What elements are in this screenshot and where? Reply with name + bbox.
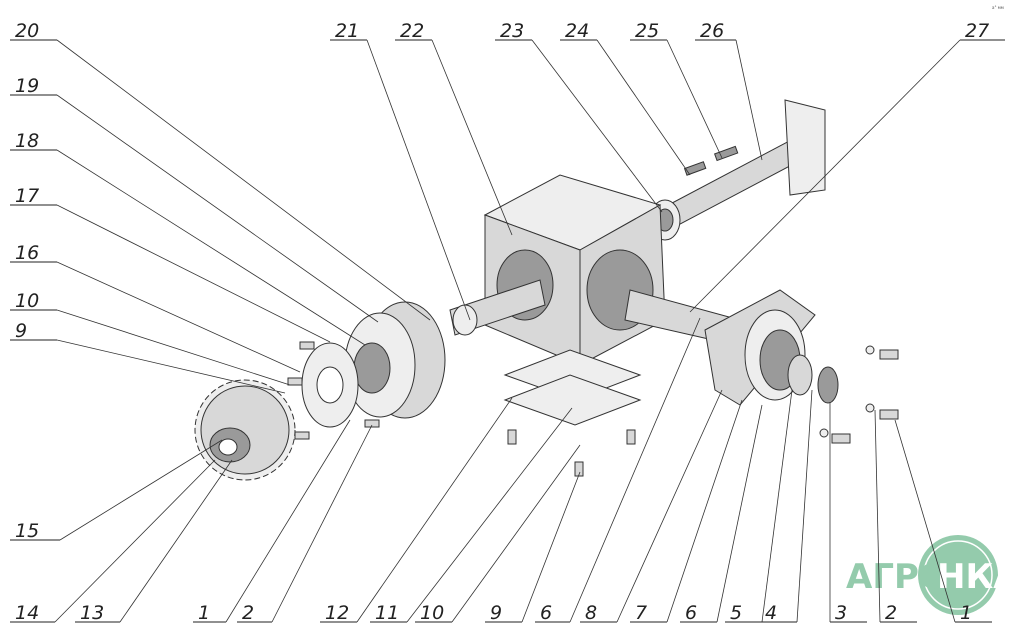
callout-label: 23 xyxy=(500,20,524,42)
leader-line xyxy=(796,389,813,623)
callout-label: 6 xyxy=(540,602,552,624)
leader-line xyxy=(894,419,956,623)
callout-label: 20 xyxy=(15,20,39,42)
callout-label: 26 xyxy=(700,20,724,42)
sprocket-15 xyxy=(194,379,296,481)
callout-label: 25 xyxy=(635,20,659,42)
leader-line xyxy=(56,39,431,321)
callout-label: 15 xyxy=(15,520,39,542)
shaft-26 xyxy=(639,99,826,241)
leader-line xyxy=(666,39,723,159)
callout-label: 7 xyxy=(635,602,647,624)
agronka-logo: АГРО НКА xyxy=(846,535,1018,615)
callout-label: 19 xyxy=(15,75,39,97)
leader-line xyxy=(735,39,763,161)
leader-line xyxy=(761,389,793,623)
leader-line xyxy=(451,444,581,623)
leader-line xyxy=(56,339,286,394)
svg-text:НКА: НКА xyxy=(937,557,1018,597)
leader-line xyxy=(531,39,663,213)
svg-text:АГРО: АГРО xyxy=(846,557,948,597)
callout-label: 14 xyxy=(15,602,39,624)
leader-lines xyxy=(10,39,1005,623)
leader-line xyxy=(716,404,763,623)
leader-line xyxy=(59,439,223,541)
callout-label: 21 xyxy=(335,20,359,42)
callout-label: 12 xyxy=(325,602,349,624)
leader-line xyxy=(56,309,291,386)
corner-note: а° мм xyxy=(992,5,1004,10)
bearing-cover-assembly xyxy=(704,289,899,444)
callout-label: 13 xyxy=(80,602,104,624)
leader-line xyxy=(271,424,373,623)
leader-line xyxy=(569,317,701,623)
leader-line xyxy=(56,149,366,346)
leader-line xyxy=(521,471,581,623)
leader-line xyxy=(406,407,573,623)
callout-label: 11 xyxy=(375,602,399,624)
leader-line xyxy=(366,39,471,321)
callout-label: 24 xyxy=(565,20,589,42)
callout-label: 1 xyxy=(198,602,210,624)
callout-label: 8 xyxy=(585,602,597,624)
callout-label: 3 xyxy=(835,602,847,624)
leader-line xyxy=(431,39,513,236)
callout-label: 4 xyxy=(765,602,777,624)
leader-line xyxy=(225,419,351,623)
left-flange-assembly xyxy=(287,301,446,440)
leader-line xyxy=(596,39,691,176)
callout-label: 9 xyxy=(15,320,27,342)
leader-line xyxy=(356,397,513,623)
callout-label: 6 xyxy=(685,602,697,624)
leader-line xyxy=(666,399,743,623)
callout-label: 5 xyxy=(730,602,742,624)
callout-label: 2 xyxy=(242,602,254,624)
callout-label: 10 xyxy=(420,602,444,624)
callout-label: 27 xyxy=(965,20,989,42)
leader-line xyxy=(54,459,216,623)
callout-label: 16 xyxy=(15,242,39,264)
leader-line xyxy=(616,389,723,623)
callout-label: 17 xyxy=(15,185,39,207)
callout-label: 18 xyxy=(15,130,39,152)
callout-label: 22 xyxy=(400,20,424,42)
leader-line xyxy=(56,204,331,343)
cover-plates xyxy=(503,349,642,477)
leader-line xyxy=(119,459,233,623)
leader-line xyxy=(56,94,379,323)
callout-label: 10 xyxy=(15,290,39,312)
callout-label: 9 xyxy=(490,602,502,624)
leader-line xyxy=(56,261,301,373)
callout-label: 1 xyxy=(960,602,972,624)
leader-line xyxy=(689,39,961,313)
gear-housing-22 xyxy=(483,174,666,366)
callout-label: 2 xyxy=(885,602,897,624)
leader-line xyxy=(874,409,881,623)
